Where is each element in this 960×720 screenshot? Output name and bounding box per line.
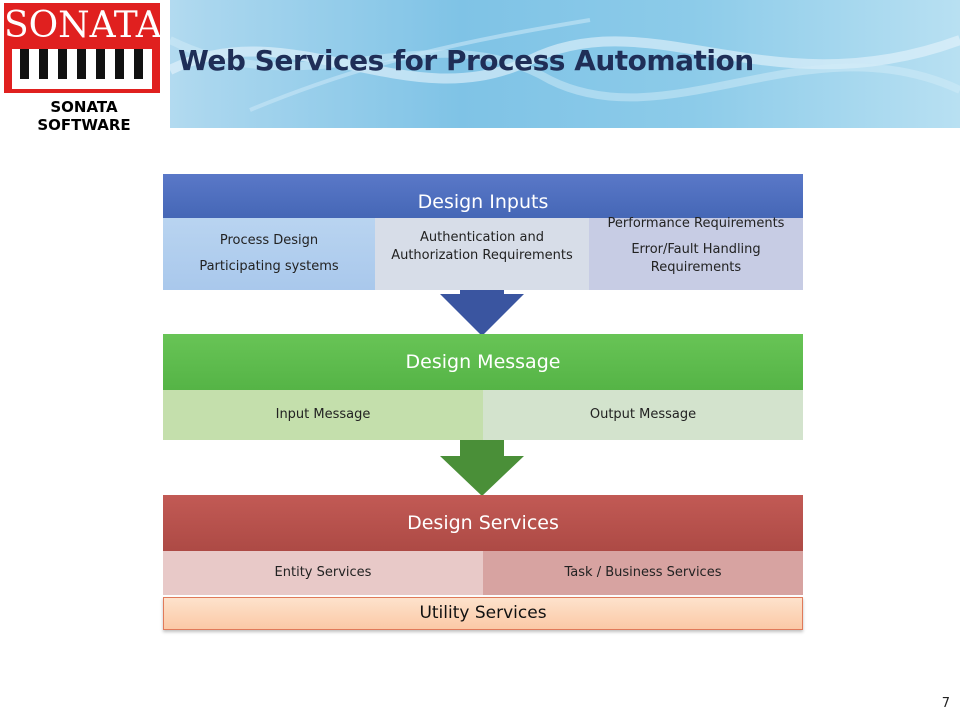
entity-services-cell: Entity Services [163,551,483,595]
design-inputs-col2: Authentication and Authorization Require… [375,218,589,290]
task-business-services-cell: Task / Business Services [483,551,803,595]
dna-background-graphic [170,18,960,112]
down-arrow-blue-icon [440,290,524,336]
design-inputs-block: Design Inputs Process Design Participati… [163,174,803,290]
piano-keys-icon [12,49,152,89]
design-inputs-col1: Process Design Participating systems [163,218,375,290]
page-number: 7 [941,696,950,711]
down-arrow-green-icon [440,440,524,496]
slide-title: Web Services for Process Automation [178,44,754,77]
design-message-header: Design Message [163,334,803,390]
design-services-header: Design Services [163,495,803,551]
logo-red-panel: SONATA [4,3,162,93]
design-services-block: Design Services Entity Services Task / B… [163,495,803,597]
input-message-cell: Input Message [163,390,483,440]
input-performance: Performance Requirements [607,216,785,231]
logo-subtitle: SONATA SOFTWARE [37,98,131,134]
input-authentication: Authentication and Authorization Require… [391,230,573,263]
output-message-cell: Output Message [483,390,803,440]
input-participating-systems: Participating systems [199,259,339,274]
input-process-design: Process Design [219,233,319,248]
utility-services-bar: Utility Services [163,597,803,630]
design-inputs-col3: Performance Requirements Error/Fault Han… [589,216,803,290]
design-message-block: Design Message Input Message Output Mess… [163,334,803,440]
input-error-handling: Error/Fault Handling Requirements [631,242,761,275]
logo-wordmark: SONATA [4,5,162,46]
design-inputs-header: Design Inputs [163,174,803,218]
company-logo: SONATA SONATA SOFTWARE [0,0,170,134]
